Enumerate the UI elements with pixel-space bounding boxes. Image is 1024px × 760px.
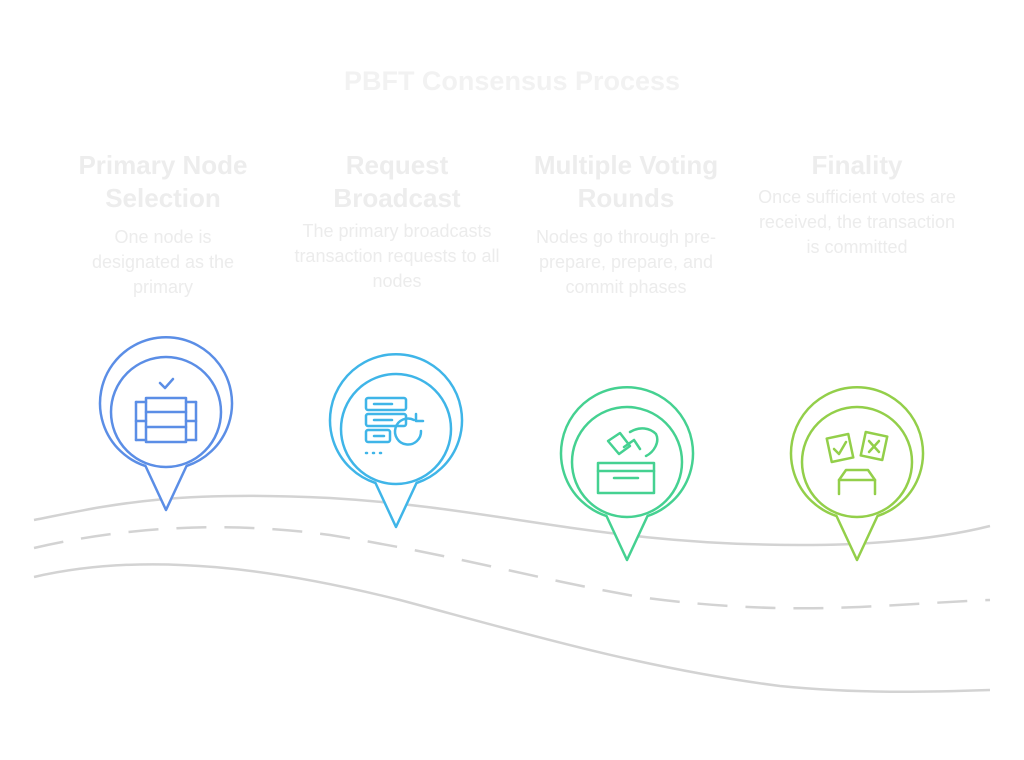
step-2-marker <box>328 353 464 529</box>
ballot-box-icon <box>596 427 659 495</box>
step-4-description: Once sufficient votes are received, the … <box>758 187 956 257</box>
step-2-description: The primary broadcasts transaction reque… <box>294 221 500 291</box>
step-3-pin <box>559 386 695 562</box>
step-4-pin-inner-ring <box>800 405 914 519</box>
road-center-line <box>33 526 991 610</box>
step-1-description: One node is designated as the primary <box>91 227 235 297</box>
step-4-pin <box>789 386 925 562</box>
step-4-heading: Finality <box>811 150 903 180</box>
road-bottom-edge <box>33 563 991 694</box>
step-1-marker <box>98 336 234 512</box>
step-1-heading: Primary Node Selection <box>78 150 248 213</box>
step-3-marker <box>559 386 695 562</box>
diagram-title: PBFT Consensus Process <box>343 66 681 96</box>
step-1-pin <box>98 336 234 512</box>
step-2-heading: Request Broadcast <box>333 150 461 213</box>
step-1-text: Primary Node Selection One node is desig… <box>48 149 278 300</box>
server-check-icon <box>134 377 198 444</box>
step-3-description: Nodes go through pre-prepare, prepare, a… <box>535 227 717 297</box>
step-3-heading: Multiple Voting Rounds <box>533 150 719 213</box>
vote-cards-icon <box>825 430 889 496</box>
step-4-marker <box>789 386 925 562</box>
step-2-pin <box>328 353 464 529</box>
step-4-text: Finality Once sufficient votes are recei… <box>742 149 972 260</box>
server-refresh-icon <box>364 396 425 455</box>
step-1-pin-inner-ring <box>109 355 223 469</box>
step-2-pin-inner-ring <box>339 372 453 486</box>
step-2-text: Request Broadcast The primary broadcasts… <box>282 149 512 294</box>
step-3-pin-inner-ring <box>570 405 684 519</box>
step-3-text: Multiple Voting Rounds Nodes go through … <box>511 149 741 300</box>
road-top-edge <box>33 494 991 547</box>
road <box>33 494 991 694</box>
